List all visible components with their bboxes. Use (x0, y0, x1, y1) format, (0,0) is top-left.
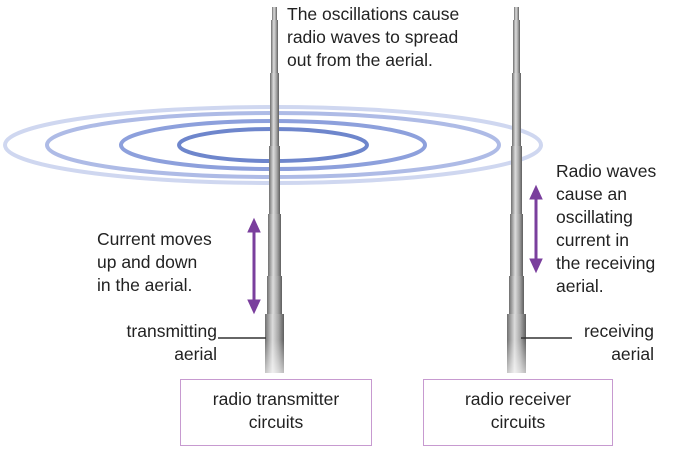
receiver-circuits-label: radio receiver circuits (464, 389, 572, 432)
transmitting-aerial (265, 7, 284, 373)
transmit-current-arrow (247, 217, 261, 315)
oscillations-caption: The oscillations cause radio waves to sp… (287, 4, 460, 70)
transmitter-circuits-label: radio transmitter circuits (212, 389, 340, 432)
receive-current-arrow (529, 184, 543, 274)
transmitter-circuits-box: radio transmitter circuits (180, 379, 372, 446)
radio-waves-caption: Radio waves cause an oscillating current… (556, 161, 657, 296)
receiver-circuits-box: radio receiver circuits (423, 379, 613, 446)
receiving-aerial (507, 7, 526, 373)
receiving-aerial-label: receiving aerial (583, 321, 654, 364)
current-moves-caption: Current moves up and down in the aerial. (97, 229, 212, 295)
transmitting-aerial-label: transmitting aerial (126, 321, 217, 364)
